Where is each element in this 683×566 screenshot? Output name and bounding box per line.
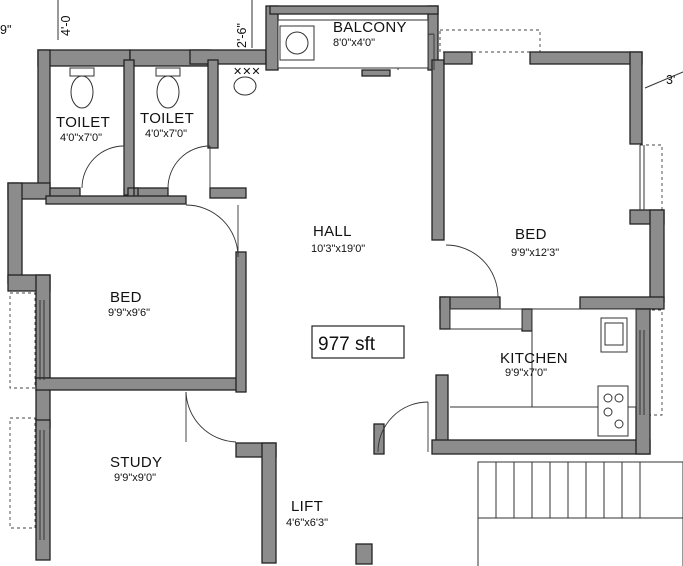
doors	[81, 33, 499, 453]
hall-dims: 10'3"x19'0"	[311, 243, 365, 255]
kitchen-dims: 9'9"x7'0"	[505, 367, 547, 379]
area-label: 977 sft	[318, 334, 376, 355]
bed-left-dims: 9'9"x9'6"	[108, 307, 150, 319]
dim-top-right: 3'	[666, 73, 675, 87]
study-name: STUDY	[110, 454, 162, 471]
lift-name: LIFT	[291, 498, 323, 515]
hall-name: HALL	[313, 223, 352, 240]
lift-dims: 4'6"x6'3"	[286, 517, 328, 529]
dim-balcony-vertical: 2'-6"	[235, 23, 249, 48]
dim-top-left-vertical: 4'-0	[59, 15, 73, 36]
study-dims: 9'9"x9'0"	[114, 472, 156, 484]
bed-left-name: BED	[110, 289, 142, 306]
area-box	[311, 325, 405, 359]
balcony-dims: 8'0"x4'0"	[333, 37, 375, 49]
toilet2-name: TOILET	[140, 110, 194, 127]
walls	[7, 5, 665, 565]
dim-leader-top-right	[644, 71, 683, 89]
dim-top-left: 9"	[0, 23, 11, 37]
toilet1-name: TOILET	[56, 114, 110, 131]
fixtures: ✕✕✕	[39, 19, 645, 540]
bed-right-name: BED	[515, 226, 547, 243]
kitchen-name: KITCHEN	[500, 350, 568, 367]
toilet2-dims: 4'0"x7'0"	[145, 128, 187, 140]
svg-text:✕✕✕: ✕✕✕	[233, 66, 261, 78]
toilet1-dims: 4'0"x7'0"	[60, 132, 102, 144]
bed-right-dims: 9'9"x12'3"	[511, 247, 559, 259]
staircase	[477, 461, 683, 566]
balcony-name: BALCONY	[333, 19, 407, 36]
